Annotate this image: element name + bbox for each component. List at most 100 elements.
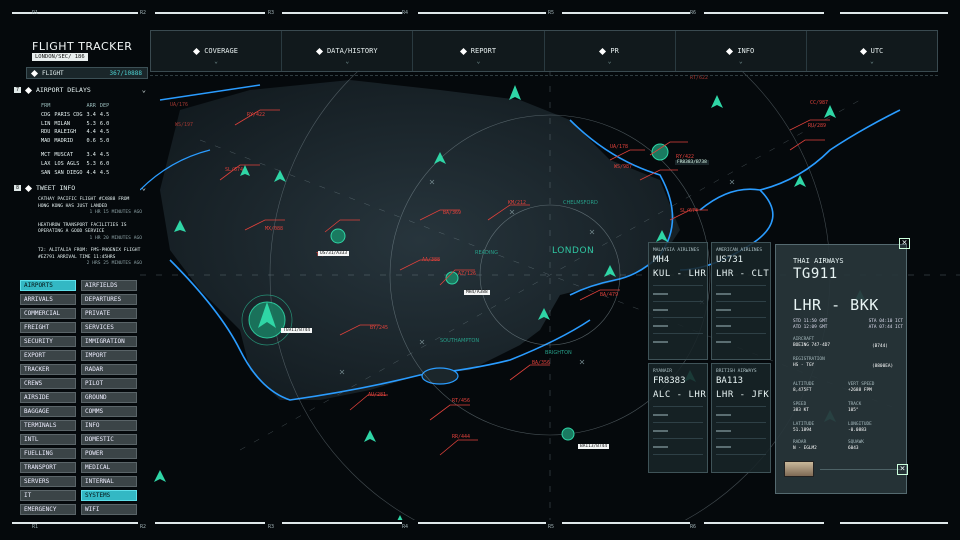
section-index: 7	[14, 87, 22, 93]
category-button-airfields[interactable]: AIRFIELDS	[81, 280, 137, 291]
tweet-info-header[interactable]: 8 TWEET INFO ⌄	[14, 184, 146, 192]
category-button-crews[interactable]: CREWS	[20, 378, 76, 389]
flight-label[interactable]: RR/444	[452, 434, 471, 440]
nav-coverage[interactable]: COVERAGE⌄	[151, 31, 283, 71]
flight-tag[interactable]: MH4/A388	[464, 290, 490, 295]
category-button-emergency[interactable]: EMERGENCY	[20, 504, 76, 515]
flight-label[interactable]: UA/178	[610, 144, 629, 150]
category-button-radar[interactable]: RADAR	[81, 364, 137, 375]
flight-card-mh4[interactable]: MALAYSIA AIRLINES MH4 KUL - LHR	[648, 242, 708, 360]
flight-card-us731[interactable]: AMERICAN AIRLINES US731 LHR - CLT	[711, 242, 771, 360]
flight-card-fr8383[interactable]: RYANAIR FR8383 ALC - LHR	[648, 363, 708, 473]
airport-delays-header[interactable]: 7 AIRPORT DELAYS ⌄	[14, 86, 146, 94]
nav-info[interactable]: INFO⌄	[676, 31, 807, 71]
flight-label[interactable]: AZ/126	[458, 271, 477, 277]
category-button-arrivals[interactable]: ARRIVALS	[20, 294, 76, 305]
flight-card-ba113[interactable]: BRITISH AIRWAYS BA113 LHR - JFK	[711, 363, 771, 473]
sta-time: STA 04:10 ICT	[868, 319, 903, 324]
flight-label[interactable]: BA/356	[532, 360, 551, 366]
category-button-power[interactable]: POWER	[81, 448, 137, 459]
category-button-domestic[interactable]: DOMESTIC	[81, 434, 137, 445]
divider	[820, 469, 900, 470]
category-button-airside[interactable]: AIRSIDE	[20, 392, 76, 403]
category-button-comms[interactable]: COMMS	[81, 406, 137, 417]
radar-map[interactable]: UA/176 WS/197 RY/422 SL/674 MX/088 T1/25…	[140, 70, 960, 520]
category-button-import[interactable]: IMPORT	[81, 350, 137, 361]
category-button-transport[interactable]: TRANSPORT	[20, 462, 76, 473]
flight-label[interactable]: RY/422	[676, 154, 695, 160]
flight-label[interactable]: RT/456	[452, 398, 471, 404]
flight-label[interactable]: BA/479	[600, 292, 619, 298]
category-button-freight[interactable]: FREIGHT	[20, 322, 76, 333]
flight-tag[interactable]: BA113/B744	[578, 444, 610, 449]
category-button-commercial[interactable]: COMMERCIAL	[20, 308, 76, 319]
flight-label[interactable]: SL/674	[680, 208, 699, 214]
category-button-ground[interactable]: GROUND	[81, 392, 137, 403]
flight-tag[interactable]: FR8383/B738	[675, 160, 709, 165]
category-button-baggage[interactable]: BAGGAGE	[20, 406, 76, 417]
tweet-item[interactable]: T2: ALITALIA FROM: FMS-PHOENIX FLIGHT #E…	[38, 248, 142, 268]
category-button-private[interactable]: PRIVATE	[81, 308, 137, 319]
close-icon[interactable]: ×	[897, 464, 908, 475]
category-button-export[interactable]: EXPORT	[20, 350, 76, 361]
category-button-intl[interactable]: INTL	[20, 434, 76, 445]
flight-label[interactable]: BY/245	[370, 325, 389, 331]
category-button-wifi[interactable]: WIFI	[81, 504, 137, 515]
flight-tag[interactable]: TG911/B744	[281, 328, 313, 333]
top-ruler: R1 R2 R3 R4 R5 R6	[10, 8, 950, 18]
category-button-tracker[interactable]: TRACKER	[20, 364, 76, 375]
flight-label[interactable]: CC/987	[810, 100, 829, 106]
card-route: LHR - JFK	[716, 390, 770, 400]
place-label: CHELMSFORD	[563, 200, 598, 206]
flight-label[interactable]: RT/622	[690, 75, 709, 81]
delay-city: MADRID	[54, 138, 74, 145]
delay-city: MUSCAT	[54, 152, 74, 159]
delay-city: LOS AGLS	[54, 160, 80, 167]
flight-label[interactable]: BA/369	[443, 210, 462, 216]
category-button-it[interactable]: IT	[20, 490, 76, 501]
flight-label[interactable]: MX/088	[265, 226, 284, 232]
category-button-fuelling[interactable]: FUELLING	[20, 448, 76, 459]
category-button-systems[interactable]: SYSTEMS	[81, 490, 137, 501]
flight-label[interactable]: RY/422	[247, 112, 266, 118]
flight-label[interactable]: AU/281	[368, 392, 387, 398]
nav-pr[interactable]: PR⌄	[545, 31, 676, 71]
flight-label[interactable]: SL/674	[225, 167, 244, 173]
category-button-immigration[interactable]: IMMIGRATION	[81, 336, 137, 347]
flight-label[interactable]: WS/197	[175, 122, 194, 128]
category-button-services[interactable]: SERVICES	[81, 322, 137, 333]
nav-data-history[interactable]: DATA/HISTORY⌄	[282, 31, 414, 71]
category-button-airports[interactable]: AIRPORTS	[20, 280, 76, 291]
category-button-info[interactable]: INFO	[81, 420, 137, 431]
tweet-item[interactable]: CATHAY PACIFIC FLIGHT #CX888 FROM HONG K…	[38, 197, 142, 217]
field-label: LONGITUDE	[848, 422, 872, 427]
category-button-security[interactable]: SECURITY	[20, 336, 76, 347]
flight-label[interactable]: AA/388	[422, 257, 441, 263]
category-button-medical[interactable]: MEDICAL	[81, 462, 137, 473]
aircraft-photo[interactable]	[784, 461, 814, 477]
nav-report[interactable]: REPORT⌄	[413, 31, 545, 71]
category-button-pilot[interactable]: PILOT	[81, 378, 137, 389]
flight-label[interactable]: KM/212	[508, 200, 527, 206]
flight-counter[interactable]: FLIGHT 367/10888	[26, 67, 148, 79]
tweet-item[interactable]: HEATHROW TRANSPORT FACILITIES IS OPERATI…	[38, 223, 142, 243]
category-button-servers[interactable]: SERVERS	[20, 476, 76, 487]
flight-label[interactable]: RU/289	[808, 123, 827, 129]
category-button-terminals[interactable]: TERMINALS	[20, 420, 76, 431]
flight-label[interactable]: WS/987	[614, 164, 633, 170]
close-icon[interactable]: ×	[899, 238, 910, 249]
category-button-departures[interactable]: DEPARTURES	[81, 294, 137, 305]
nav-utc[interactable]: UTC⌄	[807, 31, 937, 71]
flight-tag[interactable]: US731/A333	[318, 251, 350, 256]
flight-label[interactable]: UA/176	[170, 102, 189, 108]
category-button-internal[interactable]: INTERNAL	[81, 476, 137, 487]
